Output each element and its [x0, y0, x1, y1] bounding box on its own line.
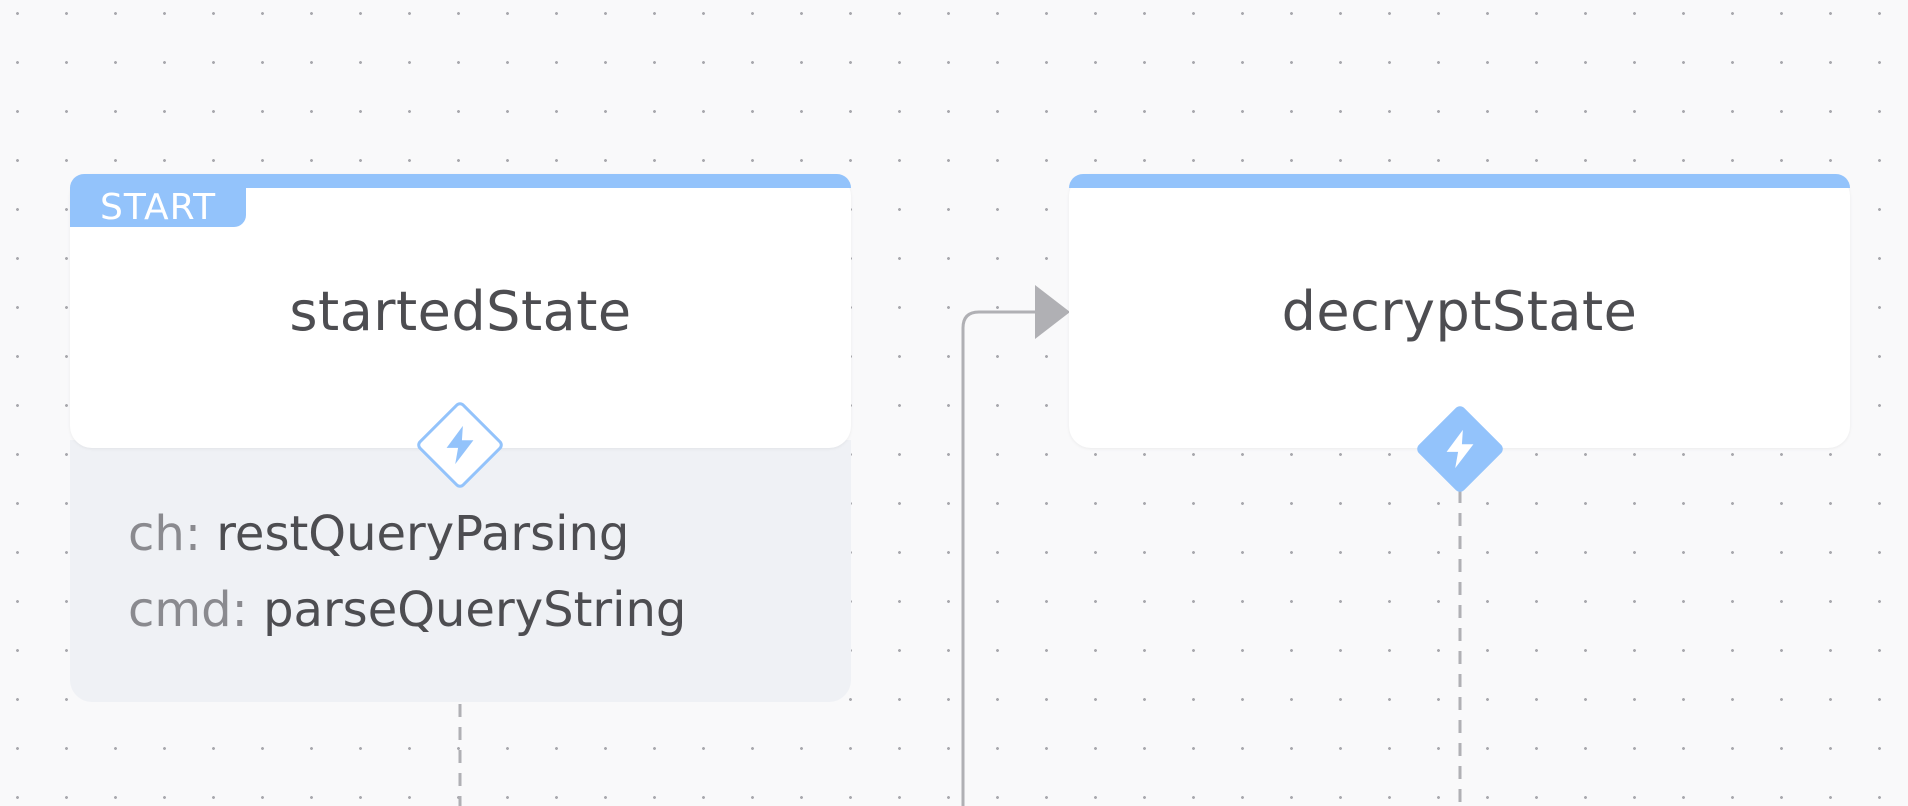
lightning-icon — [446, 425, 474, 465]
lightning-icon — [1446, 429, 1474, 469]
node-header-bar — [70, 174, 851, 188]
state-title: decryptState — [1281, 279, 1638, 343]
action-value: restQueryParsing — [216, 506, 630, 562]
action-value: parseQueryString — [263, 582, 687, 638]
start-badge: START — [70, 188, 247, 227]
action-key: cmd: — [128, 582, 248, 638]
action-row-command: cmd: parseQueryString — [128, 582, 686, 638]
state-node-decrypt[interactable]: decryptState — [1069, 174, 1850, 448]
node-header-bar — [1069, 174, 1850, 188]
state-node-started[interactable]: START startedState — [70, 174, 851, 448]
action-key: ch: — [128, 506, 201, 562]
state-title: startedState — [289, 279, 632, 343]
arrow-head — [1035, 285, 1070, 339]
transition-edge[interactable] — [961, 310, 1038, 806]
action-row-channel: ch: restQueryParsing — [128, 506, 629, 562]
